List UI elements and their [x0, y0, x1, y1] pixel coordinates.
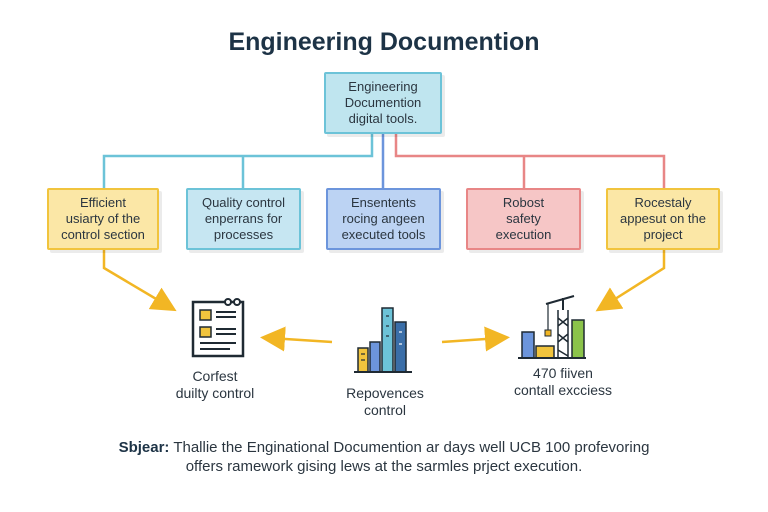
caption-document: Corfest duilty control: [175, 368, 255, 401]
connector-right-red: [394, 134, 666, 188]
root-box: Engineering Documention digital tools.: [324, 72, 442, 134]
box-efficient: Efficient usiarty of the control section: [47, 188, 159, 250]
footer-text: Sbjear: Thallie the Enginational Documen…: [0, 438, 768, 476]
bar-chart-icon: [354, 307, 412, 373]
box-quality-control: Quality control enperrans for processes: [186, 188, 301, 250]
arrow-right-box-to-crane: [595, 250, 666, 312]
caption-chart: Repovences control: [346, 385, 424, 418]
box-robost-safety: Robost safety execution: [466, 188, 581, 250]
arrow-chart-to-document: [260, 326, 333, 352]
footer-line1: Thallie the Enginational Documention ar …: [169, 439, 650, 456]
document-icon: [191, 298, 245, 358]
footer-label: Sbjear:: [118, 439, 170, 456]
arrow-left-box-to-document: [102, 250, 177, 312]
construction-crane-icon: [518, 295, 586, 359]
box-rocestaly: Rocestaly appesut on the project: [606, 188, 720, 250]
diagram-title: Engineering Documention: [228, 28, 540, 56]
box-ensentents: Ensentents rocing angeen executed tools: [326, 188, 441, 250]
caption-crane: 470 fiiven contall excciess: [513, 365, 613, 398]
arrow-chart-to-crane: [441, 326, 510, 352]
footer-line2: offers ramework gising lews at the sarml…: [185, 458, 583, 475]
connector-left-teal: [102, 134, 374, 188]
